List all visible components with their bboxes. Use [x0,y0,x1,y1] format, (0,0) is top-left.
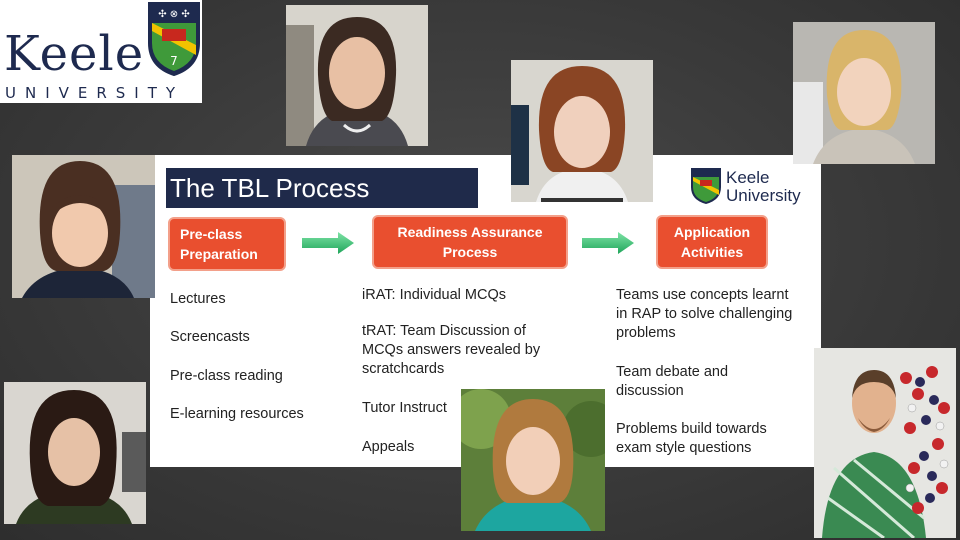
photo-portrait [4,382,146,524]
rap-item: Appeals [362,438,414,457]
keele-university-logo: Keele UNIVERSITY ✣ ⊗ ✣ 7 [0,0,202,103]
slide-keele-logo: Keele University [690,167,812,209]
stage-application-label: Application Activities [674,222,750,262]
slide-logo-line1: Keele [726,169,801,187]
rap-item: iRAT: Individual MCQs [362,286,506,305]
svg-text:✣ ⊗ ✣: ✣ ⊗ ✣ [158,9,190,20]
pre-class-item: E-learning resources [170,405,304,424]
stage-readiness-label: Readiness Assurance Process [398,222,543,262]
application-item: Problems build towards exam style questi… [616,420,767,458]
photo-portrait [793,22,935,164]
photo-portrait [12,155,155,298]
slide-logo-name: Keele University [726,169,801,205]
photo-portrait [814,348,956,538]
arrow-icon [302,232,354,254]
stage-application: Application Activities [656,215,768,269]
slide-crest-icon [690,167,722,205]
pre-class-item: Lectures [170,290,226,309]
photo-portrait [286,5,428,146]
application-item: Teams use concepts learnt in RAP to solv… [616,286,792,343]
rap-item: tRAT: Team Discussion of MCQs answers re… [362,322,540,379]
slide-logo-line2: University [726,187,801,205]
stage-readiness-assurance: Readiness Assurance Process [372,215,568,269]
stage-pre-class-label: Pre-class Preparation [180,224,258,264]
logo-wordmark: Keele [4,30,144,78]
logo-subtext: UNIVERSITY [5,84,184,102]
photo-portrait [461,389,605,531]
rap-item: Tutor Instruct [362,399,447,418]
application-item: Team debate and discussion [616,363,728,401]
svg-text:7: 7 [170,54,178,68]
slide-title: The TBL Process [170,168,369,208]
crest-icon: ✣ ⊗ ✣ 7 [146,1,202,77]
arrow-icon [582,232,634,254]
pre-class-item: Screencasts [170,328,250,347]
photo-portrait [511,60,653,202]
stage-pre-class: Pre-class Preparation [168,217,286,271]
pre-class-item: Pre-class reading [170,367,283,386]
